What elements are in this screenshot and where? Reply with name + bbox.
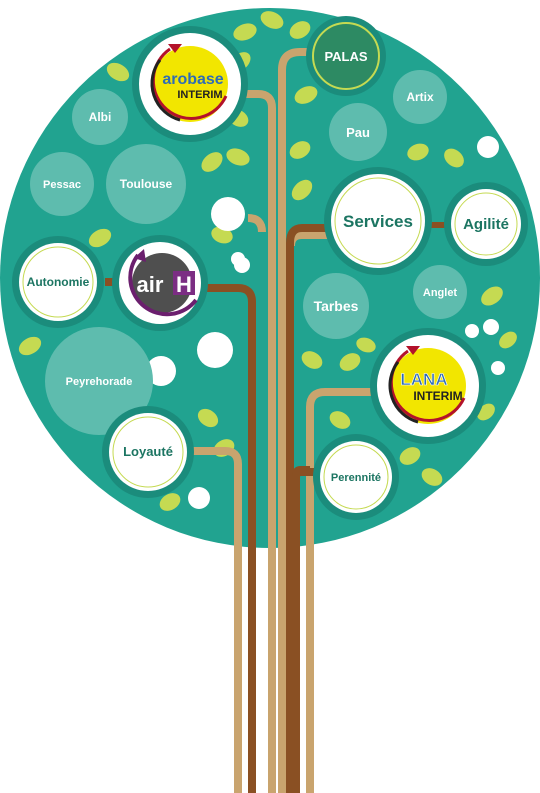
value-perennite: Perennité xyxy=(313,434,399,520)
bubble-tarbes-label: Tarbes xyxy=(314,298,359,314)
brand-arobase-interim: arobase INTERIM xyxy=(132,26,248,142)
bubble-albi-label: Albi xyxy=(89,110,112,124)
bubble-pessac: Pessac xyxy=(30,152,94,216)
value-services-label: Services xyxy=(343,212,413,231)
brand-airh: air H xyxy=(112,235,208,331)
value-agilite-label: Agilité xyxy=(463,216,509,233)
bubble-anglet-label: Anglet xyxy=(423,287,458,299)
value-agilite: Agilité xyxy=(444,182,528,266)
lana-wordmark: LANA xyxy=(400,370,447,389)
bubble-peyrehorade-label: Peyrehorade xyxy=(66,376,133,388)
bubble-pau-label: Pau xyxy=(346,125,370,140)
arobase-wordmark: arobase xyxy=(162,71,223,88)
location-bubbles: Albi Toulouse Pessac Pau Artix Tarbes An… xyxy=(30,70,467,435)
value-loyaute-label: Loyauté xyxy=(123,444,173,459)
arobase-interim-wordmark: INTERIM xyxy=(177,89,222,101)
airh-wordmark-air: air xyxy=(137,272,164,297)
bubble-toulouse-label: Toulouse xyxy=(120,177,173,191)
value-services: Services xyxy=(324,167,432,275)
bubble-tarbes: Tarbes xyxy=(303,273,369,339)
bubble-albi: Albi xyxy=(72,89,128,145)
brand-lana-interim: LANA INTERIM xyxy=(370,328,486,444)
lana-interim-wordmark: INTERIM xyxy=(413,389,462,403)
value-circles: Autonomie Services Agilité Loyauté Peren… xyxy=(12,167,528,520)
value-autonomie-label: Autonomie xyxy=(27,275,90,289)
bubble-artix: Artix xyxy=(393,70,447,124)
bubble-toulouse: Toulouse xyxy=(106,144,186,224)
bubble-artix-label: Artix xyxy=(406,90,434,104)
bubble-anglet: Anglet xyxy=(413,265,467,319)
value-autonomie: Autonomie xyxy=(12,236,104,328)
value-perennite-label: Perennité xyxy=(331,472,381,484)
bubble-pau: Pau xyxy=(329,103,387,161)
brand-palas: PALAS xyxy=(306,16,386,96)
airh-wordmark-h: H xyxy=(176,272,192,297)
white-dots xyxy=(146,136,505,509)
bubble-peyrehorade: Peyrehorade xyxy=(45,327,153,435)
bubble-pessac-label: Pessac xyxy=(43,179,81,191)
brand-palas-label: PALAS xyxy=(324,49,367,64)
value-loyaute: Loyauté xyxy=(102,406,194,498)
